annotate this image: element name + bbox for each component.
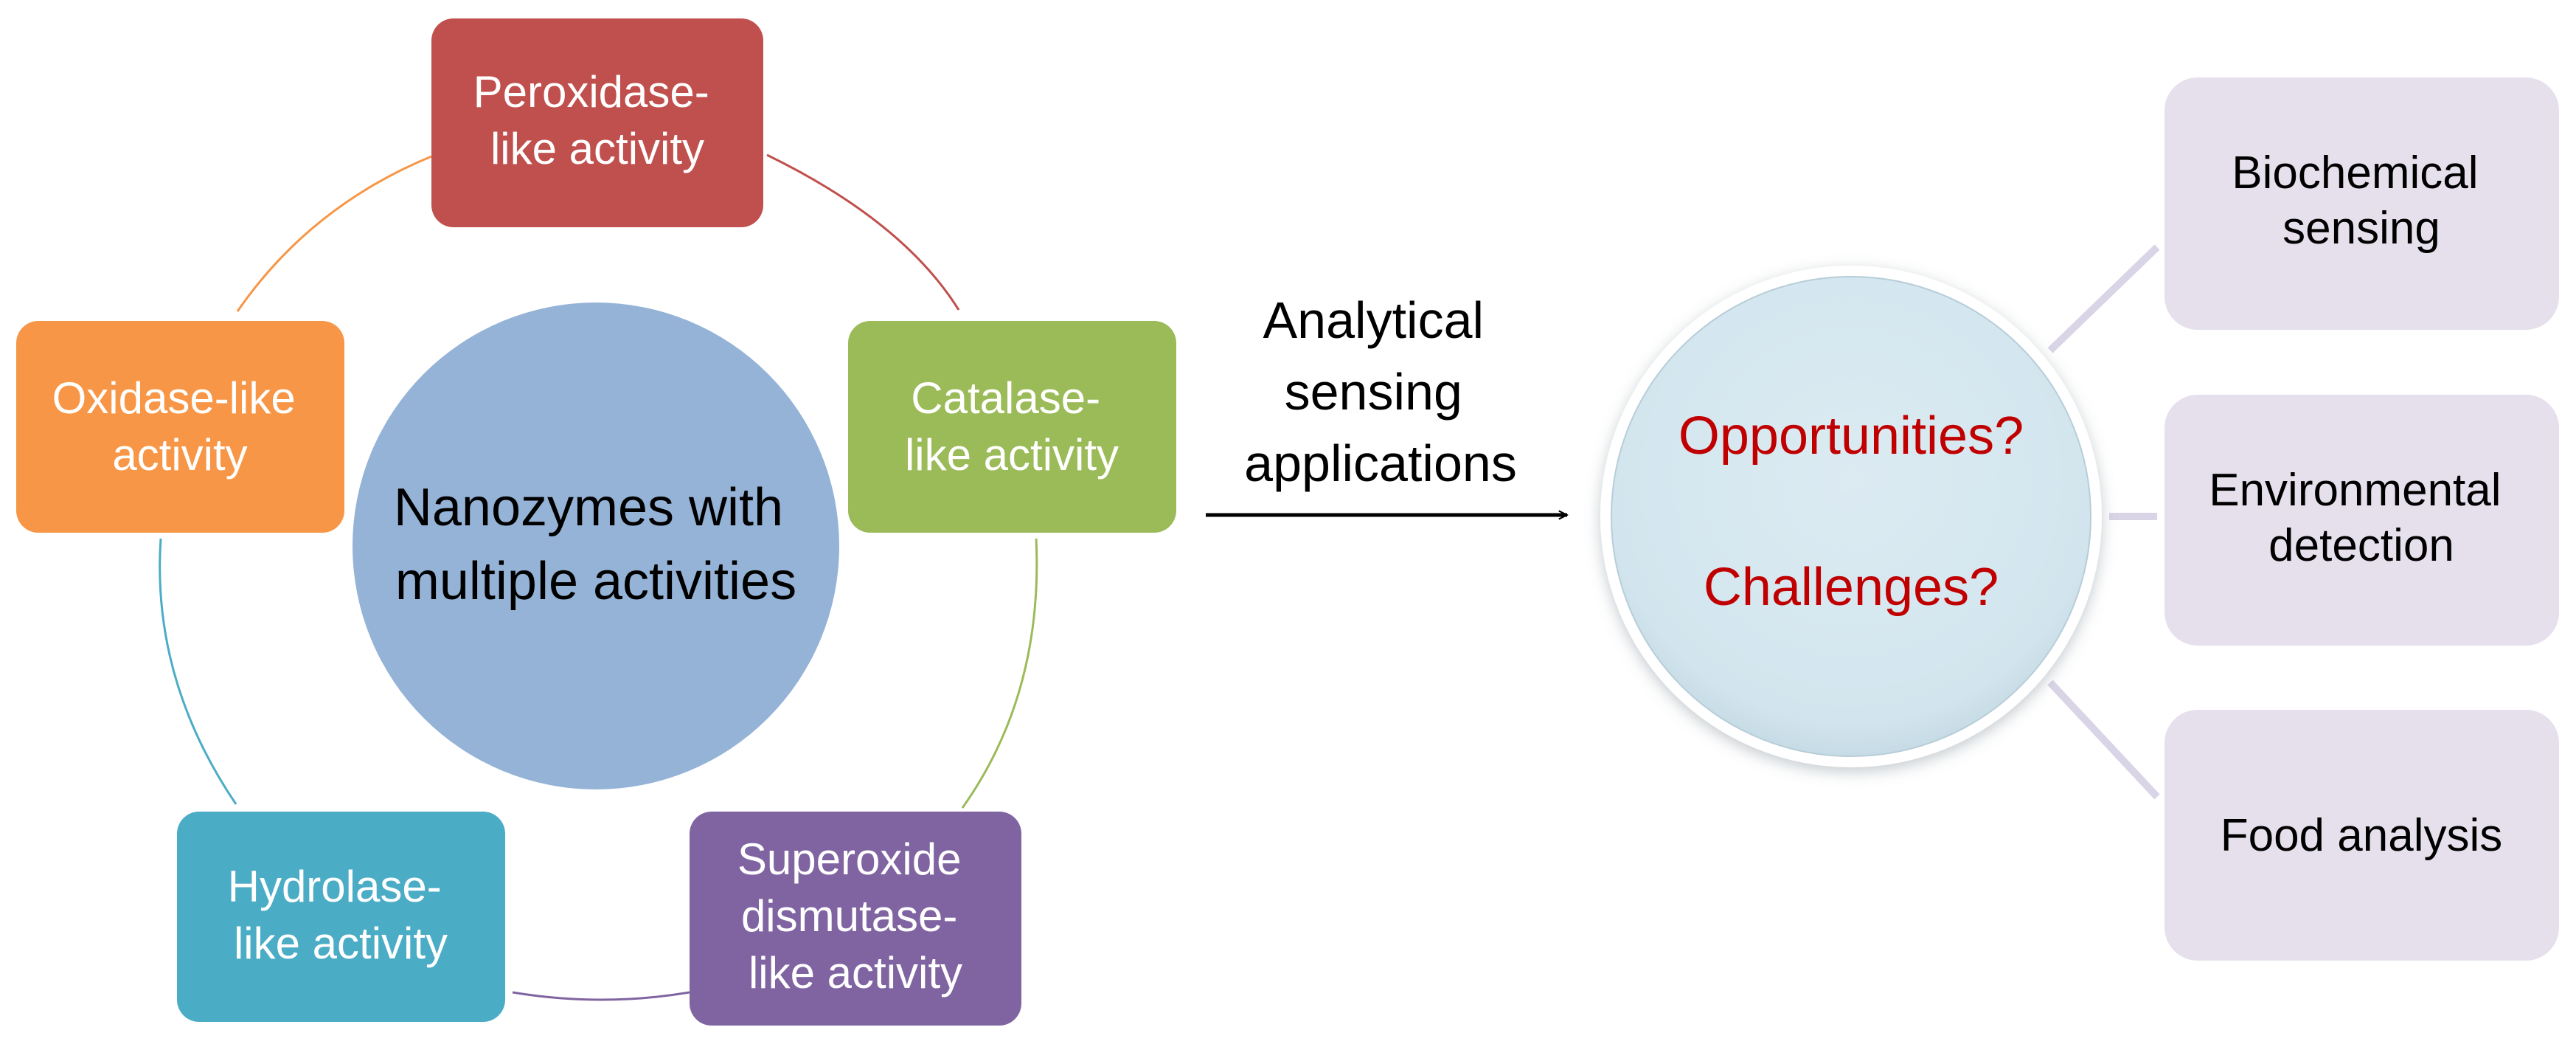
activity-label-line: like activity bbox=[905, 430, 1119, 480]
activity-superoxide-dismutase-label: Superoxide dismutase- like activity bbox=[737, 834, 973, 998]
activity-label-line: like activity bbox=[234, 919, 448, 968]
application-environmental-detection: Environmental detection bbox=[2164, 395, 2559, 646]
application-environmental-detection-label: Environmental detection bbox=[2209, 465, 2514, 571]
connector-peroxidase-catalase bbox=[766, 153, 960, 311]
center-circle bbox=[353, 303, 839, 789]
connector-superoxide-hydrolase bbox=[512, 991, 690, 1001]
connector-catalase-superoxide bbox=[961, 538, 1038, 809]
arrow-caption-line: Analytical bbox=[1263, 291, 1484, 349]
activity-hydrolase-box bbox=[177, 812, 505, 1022]
activity-hydrolase: Hydrolase- like activity bbox=[177, 812, 505, 1022]
application-food-analysis-label: Food analysis bbox=[2221, 810, 2503, 861]
activity-label-line: activity bbox=[112, 430, 247, 480]
center-label: Nanozymes with multiple activities bbox=[394, 478, 798, 611]
activity-label-line: like activity bbox=[749, 948, 962, 998]
application-label-line: sensing bbox=[2282, 203, 2440, 254]
activity-superoxide-dismutase-box bbox=[690, 812, 1021, 1026]
hub-circle bbox=[1611, 276, 2091, 757]
application-biochemical-sensing-box bbox=[2164, 77, 2559, 330]
activity-superoxide-dismutase: Superoxide dismutase- like activity bbox=[690, 812, 1021, 1026]
activity-catalase-label: Catalase- like activity bbox=[905, 373, 1119, 480]
activity-label-line: Hydrolase- bbox=[228, 862, 442, 911]
connector-hydrolase-oxidase bbox=[159, 538, 237, 805]
activity-catalase-box bbox=[848, 321, 1176, 533]
activity-oxidase-box bbox=[16, 321, 344, 533]
center-node: Nanozymes with multiple activities bbox=[353, 303, 839, 789]
hub-opportunities: Opportunities? bbox=[1678, 407, 2024, 466]
connector-hub-biochemical bbox=[2047, 244, 2160, 353]
activity-oxidase: Oxidase-like activity bbox=[16, 321, 344, 533]
application-label-line: Food analysis bbox=[2221, 810, 2503, 861]
activity-label-line: Oxidase-like bbox=[52, 373, 296, 423]
activity-label-line: like activity bbox=[490, 124, 704, 173]
arrow-caption: Analytical sensing applications bbox=[1244, 291, 1517, 492]
application-food-analysis: Food analysis bbox=[2164, 710, 2559, 961]
activity-label-line: Peroxidase- bbox=[473, 67, 709, 117]
activity-hydrolase-label: Hydrolase- like activity bbox=[228, 862, 454, 968]
applications-arrow: Analytical sensing applications bbox=[1206, 291, 1567, 515]
application-food-analysis-box bbox=[2164, 710, 2559, 961]
connector-hub-food bbox=[2047, 680, 2160, 800]
activity-peroxidase-label: Peroxidase- like activity bbox=[473, 67, 722, 173]
application-environmental-detection-box bbox=[2164, 395, 2559, 646]
application-biochemical-sensing: Biochemical sensing bbox=[2164, 77, 2559, 330]
application-biochemical-sensing-label: Biochemical sensing bbox=[2232, 148, 2490, 254]
activity-catalase: Catalase- like activity bbox=[848, 321, 1176, 533]
hub-challenges: Challenges? bbox=[1704, 558, 1999, 617]
hub-node: Opportunities? Challenges? bbox=[1600, 266, 2102, 767]
arrow-caption-line: sensing bbox=[1285, 363, 1462, 421]
center-label-line: Nanozymes with bbox=[394, 478, 783, 537]
application-label-line: Environmental bbox=[2209, 465, 2501, 516]
activity-peroxidase: Peroxidase- like activity bbox=[431, 18, 763, 227]
connector-oxidase-peroxidase bbox=[236, 155, 432, 312]
application-label-line: Biochemical bbox=[2232, 148, 2478, 198]
activity-label-line: Catalase- bbox=[911, 373, 1100, 423]
center-label-line: multiple activities bbox=[395, 552, 796, 611]
hub-connectors bbox=[2047, 244, 2160, 800]
arrow-caption-line: applications bbox=[1244, 435, 1517, 492]
activity-oxidase-label: Oxidase-like activity bbox=[52, 373, 308, 480]
activity-peroxidase-box bbox=[431, 18, 763, 227]
cycle-connectors bbox=[159, 153, 1038, 1001]
application-label-line: detection bbox=[2268, 520, 2454, 571]
activity-label-line: dismutase- bbox=[741, 891, 957, 941]
activity-label-line: Superoxide bbox=[737, 834, 962, 884]
